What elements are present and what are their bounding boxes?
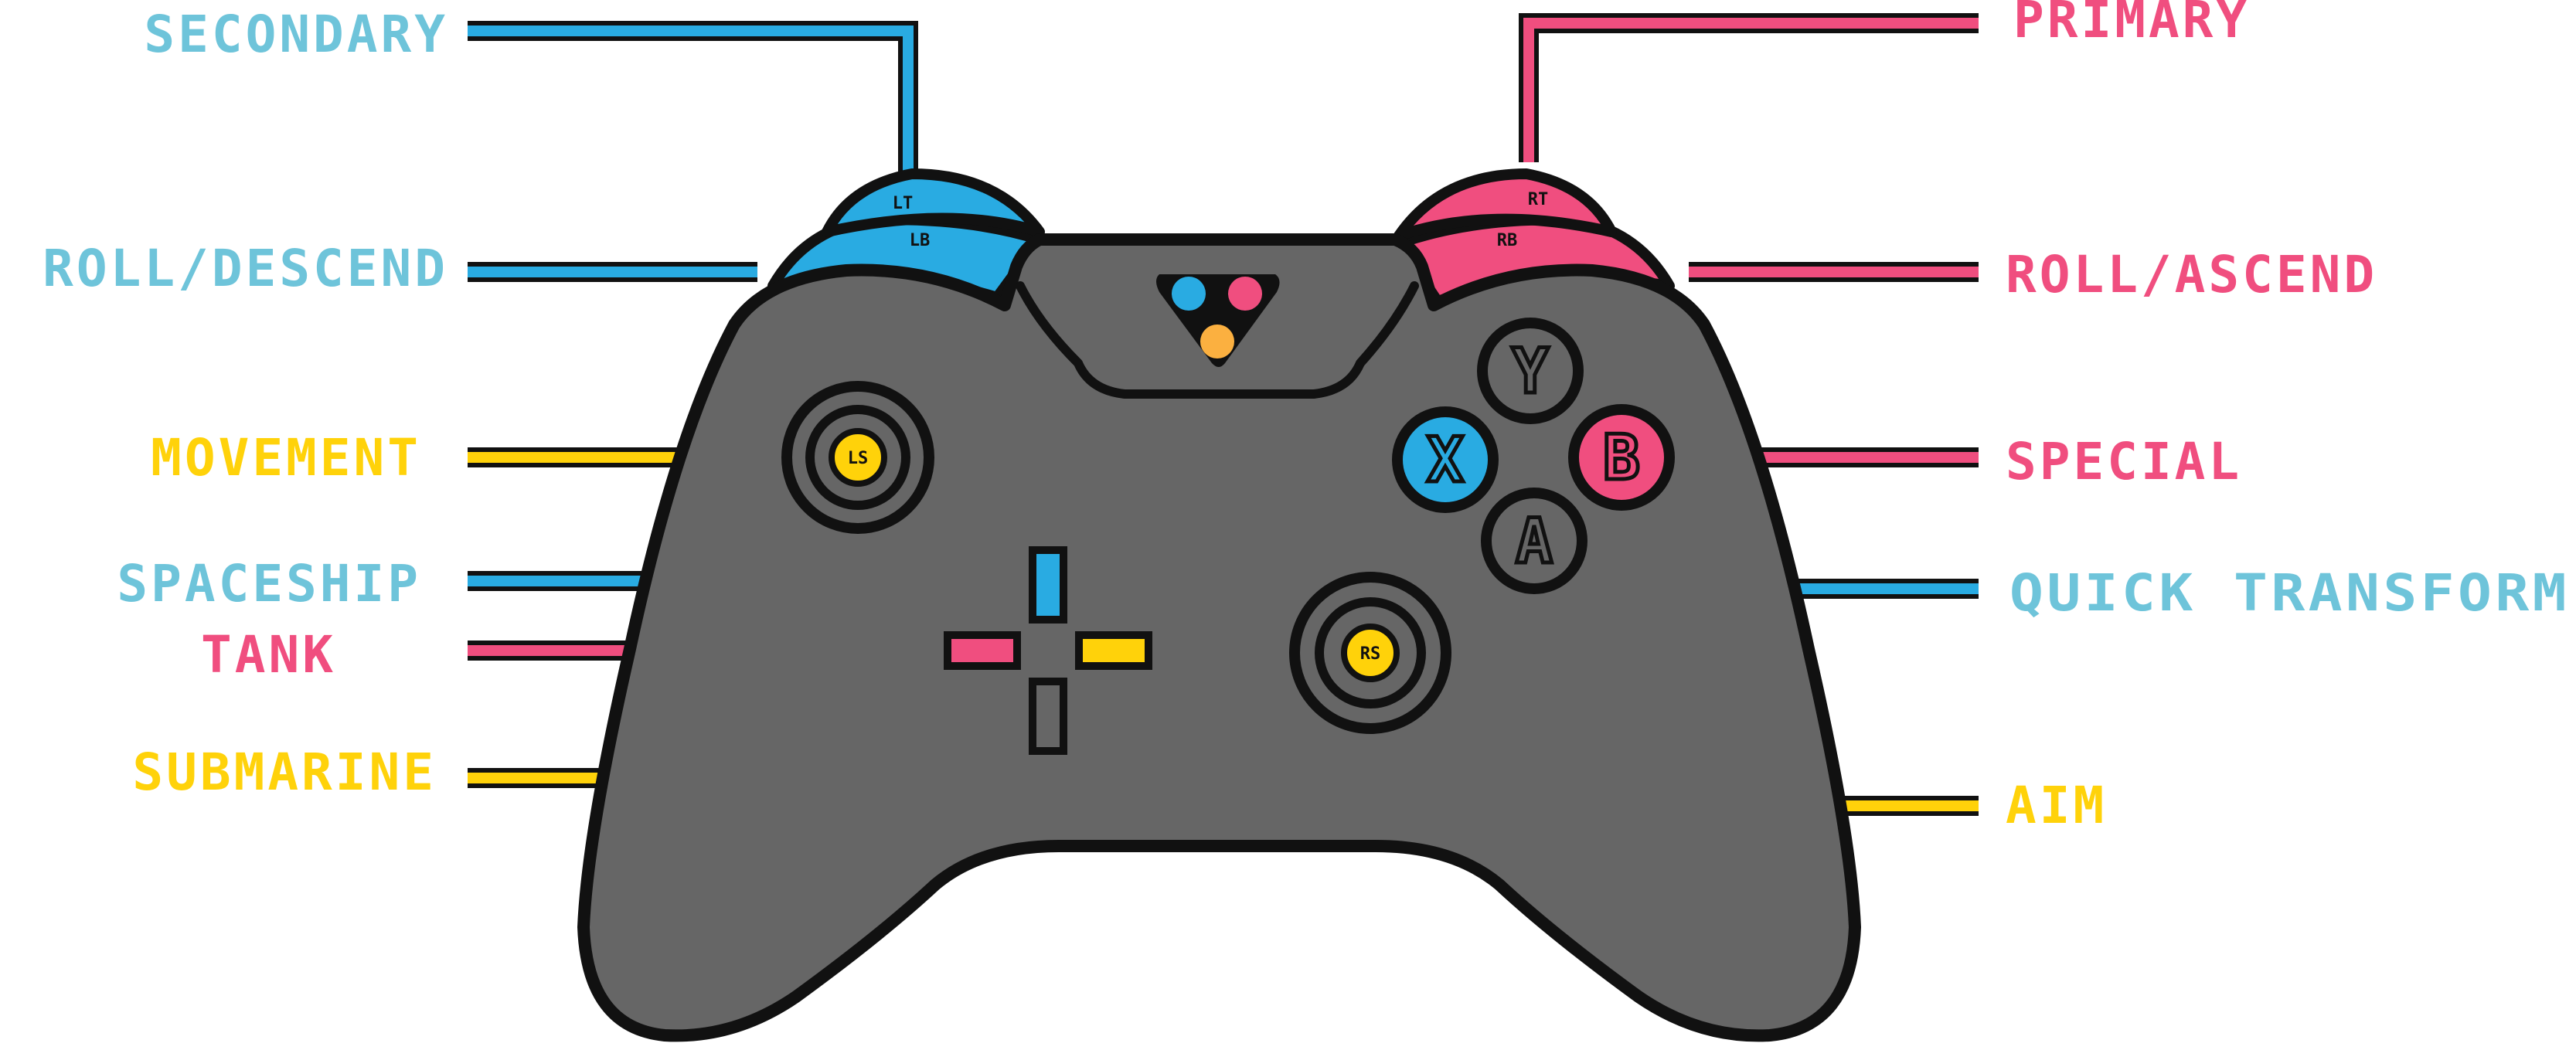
- label-submarine: SUBMARINE: [132, 742, 437, 802]
- lb-label: LB: [910, 231, 931, 250]
- label-special: SPECIAL: [2006, 432, 2242, 491]
- a-label: A: [1516, 505, 1553, 577]
- a-button[interactable]: A: [1481, 488, 1587, 594]
- left-labels: SECONDARY ROLL/DESCEND MOVEMENT SPACESHI…: [43, 5, 448, 802]
- label-roll-ascend: ROLL/ASCEND: [2006, 245, 2377, 304]
- left-trigger[interactable]: [822, 168, 1045, 237]
- rs-label: RS: [1360, 644, 1381, 664]
- label-roll-descend: ROLL/DESCEND: [43, 239, 448, 298]
- face-buttons: Y X B A: [1392, 318, 1675, 594]
- lt-label: LT: [893, 194, 914, 213]
- y-button[interactable]: Y: [1477, 318, 1584, 424]
- label-movement: MOVEMENT: [151, 428, 421, 488]
- label-spaceship: SPACESHIP: [117, 554, 421, 613]
- rb-label: RB: [1497, 231, 1518, 250]
- right-stick[interactable]: RS: [1289, 572, 1451, 734]
- label-tank: TANK: [201, 625, 336, 685]
- label-primary: PRIMARY: [2013, 0, 2250, 49]
- right-triggers: RT RB: [1393, 168, 1675, 307]
- guide-panel: [1016, 281, 1419, 399]
- dpad-down[interactable]: [1029, 678, 1067, 755]
- dpad-up[interactable]: [1029, 546, 1067, 624]
- label-aim: AIM: [2006, 776, 2107, 835]
- y-label: Y: [1512, 335, 1549, 407]
- left-stick[interactable]: LS: [781, 381, 934, 534]
- leader-primary: [1519, 13, 1979, 162]
- dpad[interactable]: [944, 546, 1152, 755]
- leader-secondary: [468, 21, 918, 174]
- label-secondary: SECONDARY: [144, 5, 448, 64]
- b-label: B: [1603, 422, 1640, 494]
- b-button[interactable]: B: [1568, 404, 1675, 511]
- right-trigger[interactable]: [1393, 168, 1617, 241]
- x-label: X: [1427, 424, 1464, 496]
- dpad-left[interactable]: [944, 631, 1021, 670]
- ls-label: LS: [848, 449, 869, 468]
- right-labels: PRIMARY ROLL/ASCEND SPECIAL QUICK TRANSF…: [2006, 0, 2570, 835]
- tri-color-logo-icon: [1156, 274, 1280, 367]
- label-quick-transform: QUICK TRANSFORM: [2009, 563, 2570, 623]
- rt-label: RT: [1528, 190, 1549, 209]
- x-button[interactable]: X: [1392, 406, 1499, 513]
- dpad-right[interactable]: [1075, 631, 1152, 670]
